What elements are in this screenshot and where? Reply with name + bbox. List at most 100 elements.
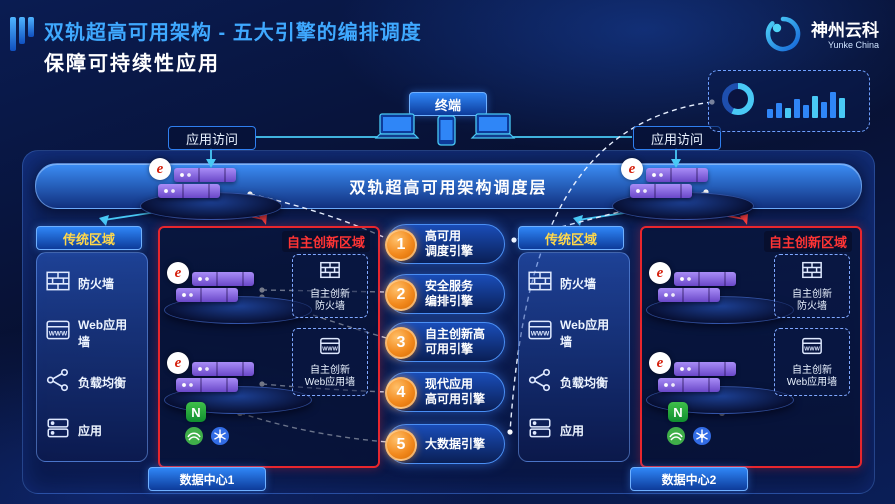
traditional-item: WWW Web应用墙 (45, 316, 139, 350)
svg-text:WWW: WWW (531, 331, 550, 338)
svg-text:WWW: WWW (49, 331, 68, 338)
brand-name-en: Yunke China (827, 39, 879, 50)
dc2-footer-button: 数据中心2 (630, 467, 748, 491)
brand-logo: 神州云科 Yunke China (763, 14, 879, 59)
spring-icon (184, 426, 204, 451)
laptop-icon (374, 113, 420, 139)
server-icon (176, 378, 238, 392)
access-left-label: 应用访问 (168, 126, 256, 150)
traditional-item-label: 负载均衡 (560, 376, 609, 391)
title-accent-bars (10, 17, 37, 51)
traditional-item: 负载均衡 (527, 367, 621, 398)
server-icon (630, 184, 692, 198)
dc2-innovation-zone-label: 自主创新区域 (763, 231, 852, 252)
dc1-innovation-waf-box: WWW 自主创新 Web应用墙 (292, 328, 368, 396)
traditional-item: 应用 (45, 415, 139, 446)
bar-chart-icon (767, 84, 845, 118)
laptop-icon (470, 113, 516, 139)
loadbalancer-icon (45, 367, 71, 398)
dc1-footer-button: 数据中心1 (148, 467, 266, 491)
traditional-item-label: Web应用墙 (78, 317, 128, 349)
server-icon (174, 168, 236, 182)
traditional-item-label: 应用 (78, 424, 103, 439)
traditional-item-label: 负载均衡 (78, 376, 127, 391)
server-icon (646, 168, 708, 182)
kubernetes-icon (210, 426, 230, 451)
server-icon (192, 272, 254, 286)
dc1-server-group-a: e (167, 262, 260, 306)
traditional-item: 应用 (527, 415, 621, 446)
gauge-icon (719, 80, 757, 123)
engine-pill-1: 1 高可用 调度引擎 (385, 224, 505, 264)
innovation-box-label: 自主创新 防火墙 (310, 288, 350, 313)
engine-label: 自主创新高 可用引擎 (425, 327, 486, 356)
dc1-traditional-panel: 防火墙 WWW Web应用墙 负载均衡 应用 (36, 252, 148, 462)
loadbalancer-icon (527, 367, 553, 398)
engine-number: 1 (385, 229, 417, 261)
monitor-widget (708, 70, 870, 132)
waf-icon: WWW (319, 335, 341, 362)
server-icon (658, 378, 720, 392)
access-right-label: 应用访问 (633, 126, 721, 150)
brand-name: 神州云科 (811, 21, 879, 41)
brand-swirl-icon (763, 14, 803, 59)
engine-number: 5 (385, 429, 417, 461)
dc2-traditional-panel: 防火墙 WWW Web应用墙 负载均衡 应用 (518, 252, 630, 462)
svg-text:WWW: WWW (322, 346, 338, 352)
traditional-item-label: 防火墙 (560, 276, 597, 291)
traditional-item: 负载均衡 (45, 367, 139, 398)
engine-pill-5: 5 大数据引擎 (385, 424, 505, 464)
traditional-item: 防火墙 (45, 268, 139, 299)
scheduler-layer-label: 双轨超高可用架构调度层 (349, 180, 548, 197)
engine-pill-2: 2 安全服务 编排引擎 (385, 274, 505, 314)
kubernetes-icon (692, 426, 712, 451)
engine-pill-3: 3 自主创新高 可用引擎 (385, 322, 505, 362)
server-icon (158, 184, 220, 198)
server-icon (674, 272, 736, 286)
vendor-e-logo-icon: e (167, 262, 189, 284)
server-cluster-right: e (621, 158, 714, 202)
dc2-server-group-b: e (649, 352, 742, 396)
dc2-innovation-firewall-box: 自主创新 防火墙 (774, 254, 850, 318)
vendor-e-logo-icon: e (167, 352, 189, 374)
innovation-box-label: 自主创新 防火墙 (792, 288, 832, 313)
vendor-e-logo-icon: e (649, 352, 671, 374)
app-icon (45, 415, 71, 446)
engine-label: 安全服务 编排引擎 (425, 279, 474, 308)
traditional-item-label: 应用 (560, 424, 585, 439)
server-icon (176, 288, 238, 302)
firewall-icon (527, 268, 553, 299)
dc2-server-group-a: e (649, 262, 742, 306)
waf-icon: WWW (45, 317, 71, 348)
engine-label: 现代应用 高可用引擎 (425, 377, 486, 406)
dc1-innovation-firewall-box: 自主创新 防火墙 (292, 254, 368, 318)
nginx-icon: N (186, 402, 206, 422)
engine-label: 高可用 调度引擎 (425, 229, 474, 258)
server-cluster-left: e (149, 158, 242, 202)
terminal-devices (372, 112, 522, 155)
traditional-item-label: 防火墙 (78, 276, 115, 291)
traditional-item: WWW Web应用墙 (527, 316, 621, 350)
vendor-e-logo-icon: e (621, 158, 643, 180)
nginx-icon: N (668, 402, 688, 422)
dc1-innovation-zone-label: 自主创新区域 (281, 231, 370, 252)
phone-icon (437, 115, 456, 146)
vendor-e-logo-icon: e (149, 158, 171, 180)
spring-icon (666, 426, 686, 451)
dc1-traditional-zone-label: 传统区域 (36, 226, 142, 250)
page-title: 双轨超高可用架构 - 五大引擎的编排调度 (44, 22, 422, 44)
engine-number: 2 (385, 279, 417, 311)
page-subtitle: 保障可持续性应用 (44, 53, 220, 75)
engine-pill-4: 4 现代应用 高可用引擎 (385, 372, 505, 412)
traditional-item: 防火墙 (527, 268, 621, 299)
waf-icon: WWW (801, 335, 823, 362)
server-icon (658, 288, 720, 302)
engine-number: 3 (385, 327, 417, 359)
engine-label: 大数据引擎 (425, 436, 486, 451)
vendor-e-logo-icon: e (649, 262, 671, 284)
innovation-box-label: 自主创新 Web应用墙 (786, 364, 838, 389)
firewall-icon (45, 268, 71, 299)
innovation-box-label: 自主创新 Web应用墙 (304, 364, 356, 389)
traditional-item-label: Web应用墙 (560, 317, 610, 349)
